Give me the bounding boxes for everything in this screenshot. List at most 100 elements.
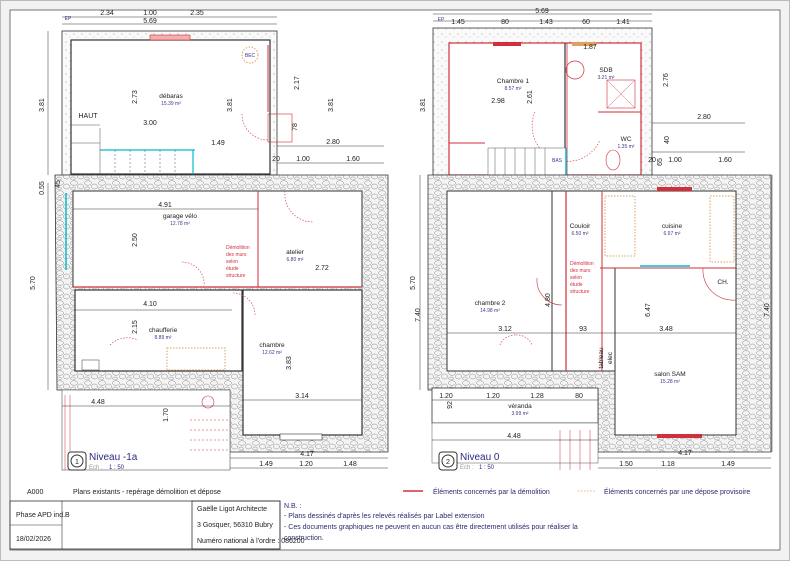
dimension-label: 80 [501,19,509,26]
level-number: 2 [446,459,450,466]
dimension-label: 7.40 [415,308,422,322]
room-name: chambre [259,342,285,349]
demolition-note: des murs [570,268,591,274]
dimension-lines [47,13,773,469]
stairs [487,147,567,176]
dimension-label: 1.00 [296,156,310,163]
level-title: Niveau 0 [460,452,500,463]
chambre-2-room [446,190,553,372]
notes-title: N.B. : [284,503,302,510]
architect-address: 3 Gosquer, 56310 Bubry [197,522,273,529]
dimension-label: 3.81 [420,98,427,112]
dimension-label: 3.81 [328,98,335,112]
dimension-label: 4.10 [143,301,157,308]
room-name: débaras [159,93,183,100]
dimension-label: 6.47 [645,303,652,317]
room-area: 8.57 m² [505,86,522,92]
dimension-label: 2.34 [100,10,114,17]
dimension-label: 1.60 [346,156,360,163]
dimension-label: 2.76 [663,73,670,87]
note-line: construction. [284,535,324,542]
room-name: SDB [599,67,612,74]
dimension-label: 78 [292,123,299,131]
ep-label: EP [65,16,72,22]
kitchen-units [709,195,735,263]
dimension-label: 2.80 [697,114,711,121]
temporary-window [572,42,596,46]
dimension-label: 4.91 [158,202,172,209]
dimension-label: 3.81 [227,98,234,112]
dimension-label: 2.73 [132,90,139,104]
chambre-room [242,289,363,436]
architect-name: Gaëlle Ligot Architecte [197,506,267,513]
bec-label: BEC [245,53,256,59]
dimension-label: 2.15 [132,320,139,334]
dimension-label: 1.87 [583,44,597,51]
washbasin [565,60,585,80]
dimension-label: 3.81 [39,98,46,112]
demolition-note: étude [570,282,583,288]
boiler-temporary-removal [166,347,226,371]
sheet-number: A000 [27,489,43,496]
sink [81,359,100,371]
dimension-label: 20 [648,157,656,164]
dimension-label: 3.12 [498,326,512,333]
dimension-label: 3.83 [286,356,293,370]
bec-symbol [241,46,259,64]
room-name: atelier [286,249,305,256]
legend-temporary: Éléments concernés par une dépose provis… [604,487,750,496]
ep-label: EP [438,17,445,23]
tableau-elec-label: tableau [598,347,605,369]
salon-sam-room [614,267,737,436]
dimension-label: 1.20 [439,393,453,400]
dimension-label: 1.45 [451,19,465,26]
dimension-label: 93 [579,326,587,333]
dimension-label: 1.49 [721,461,735,468]
chaufferie-room [74,289,243,372]
dimension-label: 4.48 [507,433,521,440]
dimension-label: 1.00 [143,10,157,17]
dimension-label: 2.98 [491,98,505,105]
room-name: chaufferie [149,327,178,334]
demolition-note: selon [226,259,238,265]
room-area: 3.99 m² [512,411,529,417]
dimension-label: 80 [575,393,583,400]
dimension-label: 1.70 [163,408,170,422]
date: 18/02/2026 [16,536,51,543]
dimension-label: 40 [664,136,671,144]
dimension-label: 1.48 [343,461,357,468]
dimension-label: 1.49 [211,140,225,147]
level-number: 1 [75,459,79,466]
veranda-room [431,387,599,424]
shower [606,79,636,109]
dimension-label: 2.50 [132,233,139,247]
room-area: 8.89 m² [155,335,172,341]
room-name: cuisine [662,223,683,230]
dimension-label: 1.28 [530,393,544,400]
dimension-label: 0.55 [39,181,46,195]
room-area: 3.21 m² [598,75,615,81]
dimension-label: 3.14 [295,393,309,400]
title-block: A000 Plans existants - repérage démoliti… [9,487,750,550]
room-name: Couloir [570,223,591,230]
demolition-door [267,113,293,143]
dimension-label: 4.17 [300,451,314,458]
plan-niveau-1a [54,30,389,471]
ch-label: CH. [717,279,728,286]
dimension-label: 1.60 [718,157,732,164]
demolition-window [493,42,521,46]
level-title: Niveau -1a [89,452,138,463]
room-name: garage vélo [163,213,197,220]
demolition-note: structure [226,273,246,279]
phase: Phase APD ind.B [16,512,70,519]
room-area: 15.39 m² [161,101,181,107]
demolition-window [149,34,191,41]
dimension-label: 7.40 [764,303,771,317]
dimension-label: 45 [55,180,62,188]
dimension-label: 1.20 [486,393,500,400]
room-area: 15.28 m² [660,379,680,385]
dimension-label: 4.17 [678,450,692,457]
dimension-label: 3.48 [659,326,673,333]
room-area: 12.62 m² [262,350,282,356]
